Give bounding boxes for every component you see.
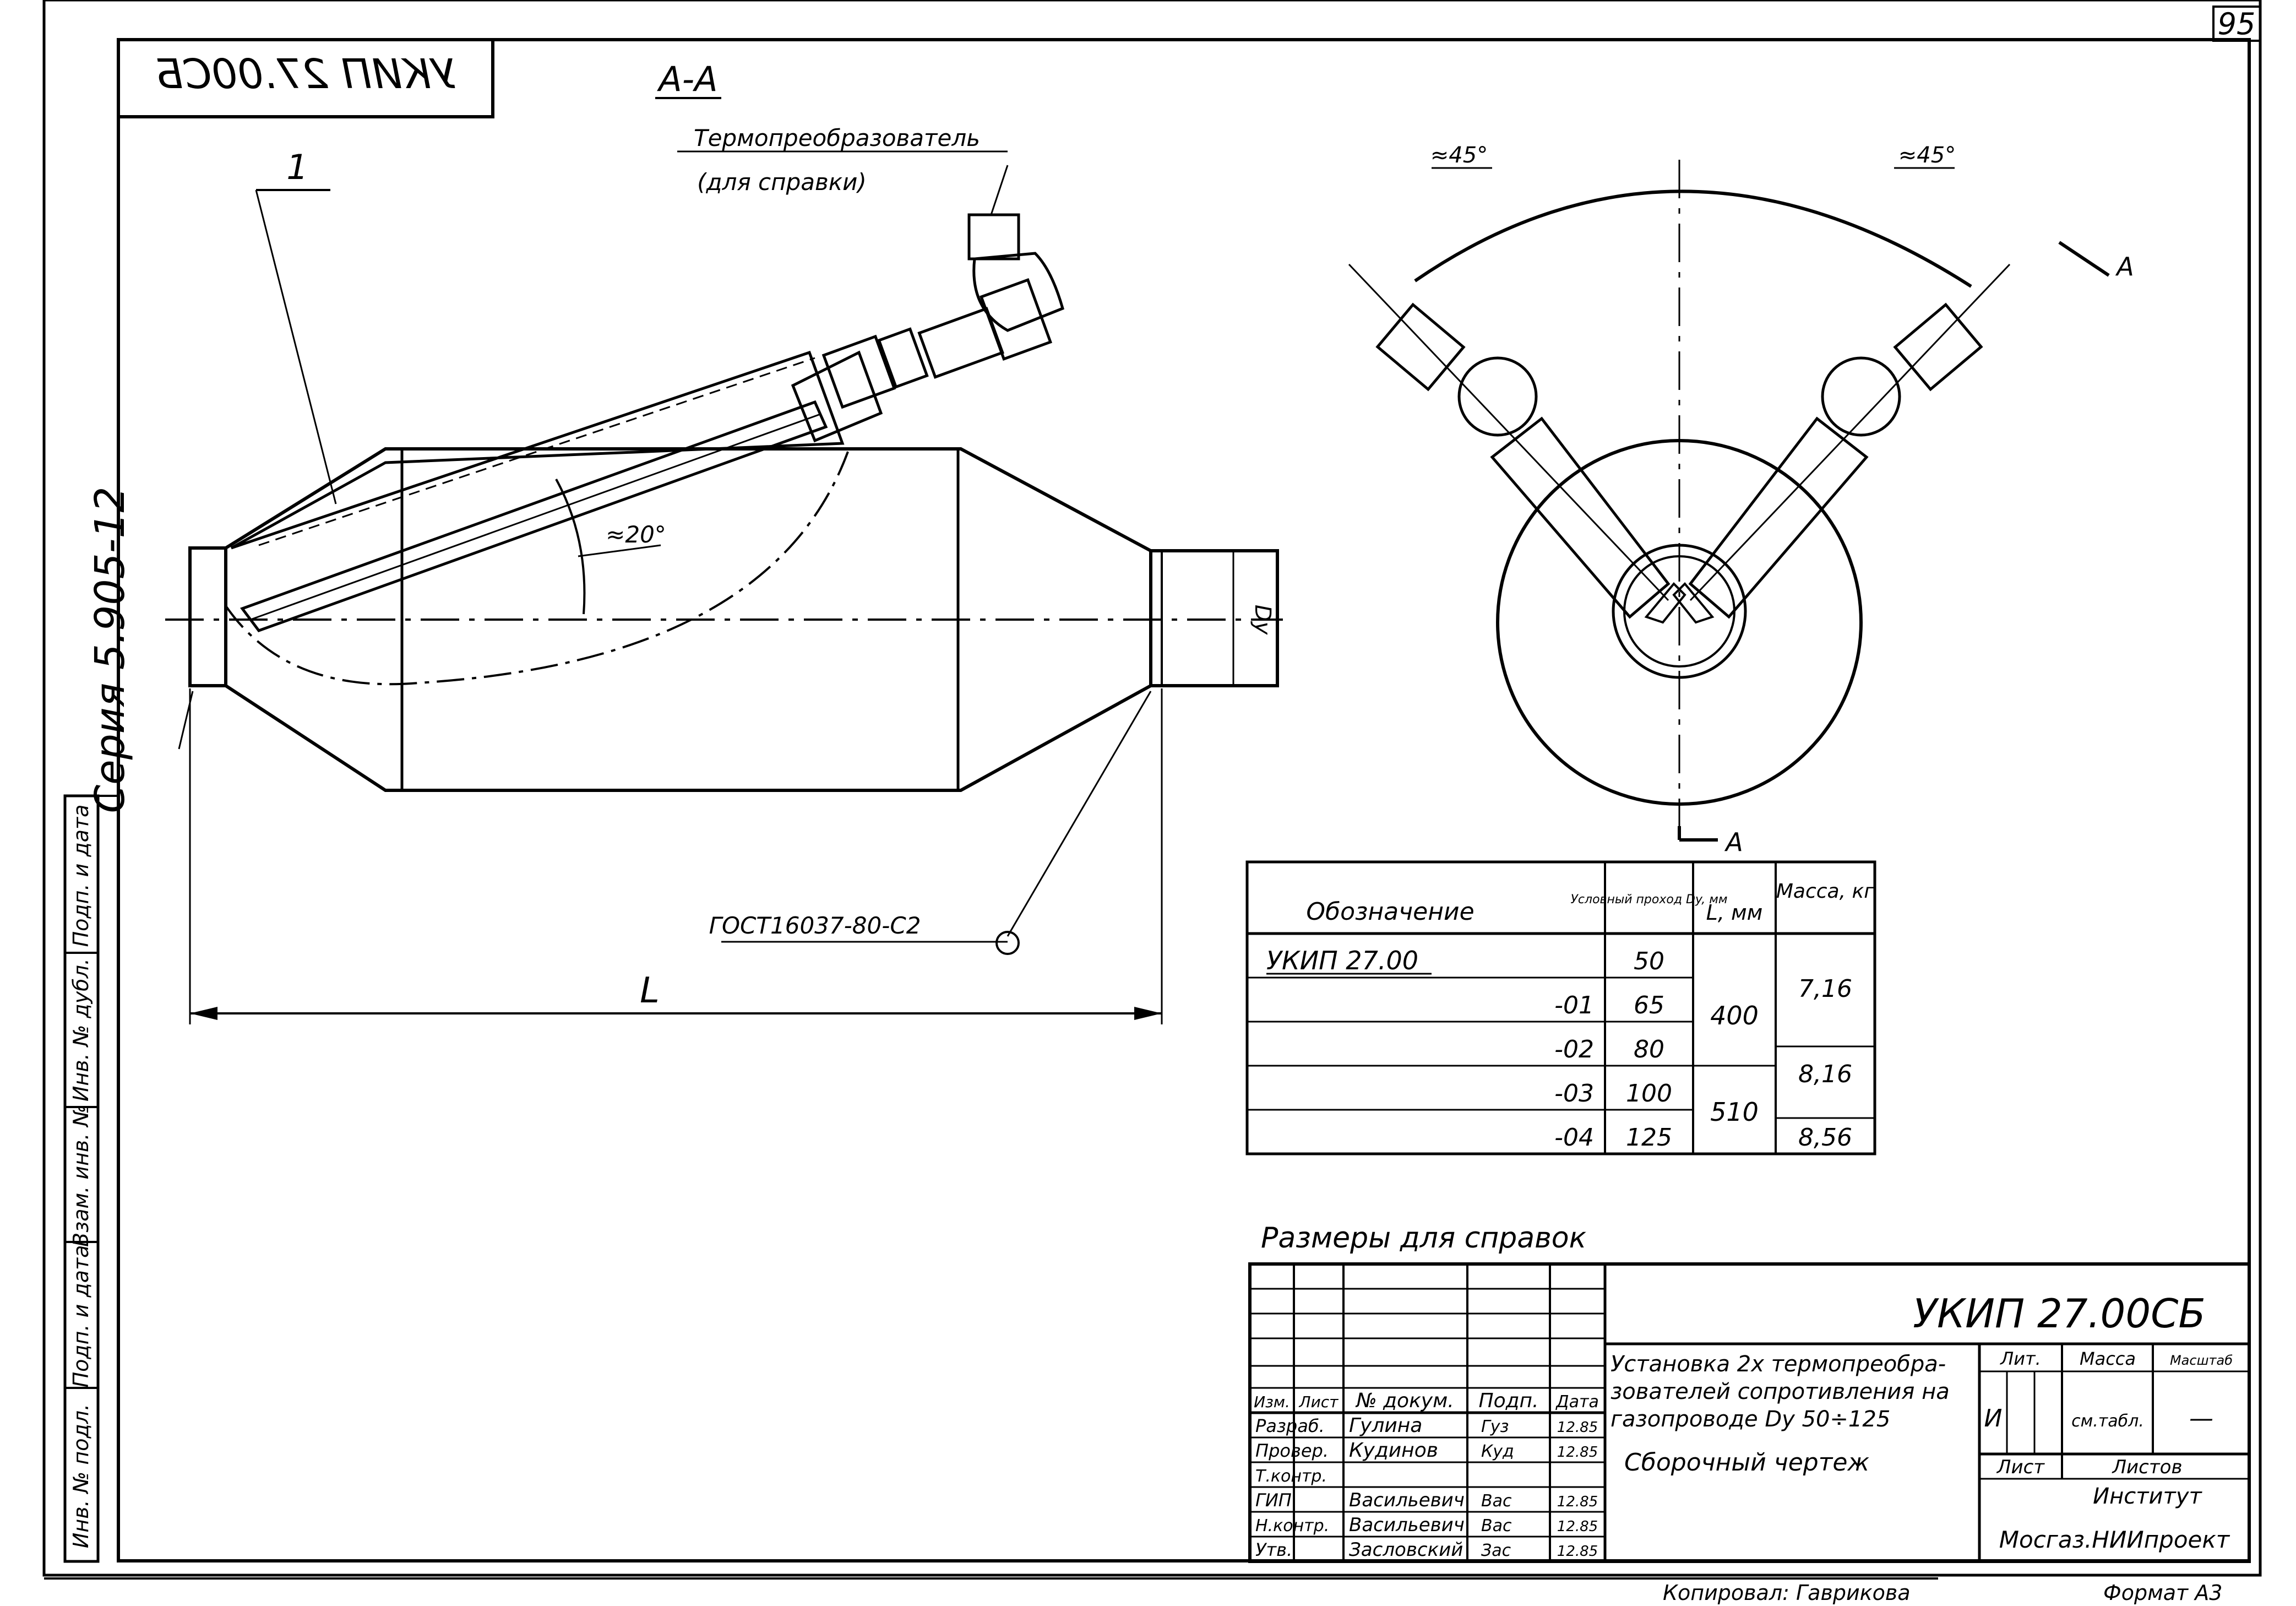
dim-L: L: [640, 970, 660, 1011]
L-value: 510: [1710, 1097, 1759, 1127]
mass-value: см.табл.: [2071, 1412, 2144, 1431]
row-dy: 65: [1634, 991, 1664, 1019]
stamp-inv-duplicate: Инв. № дубл.: [69, 958, 93, 1102]
person-name: Васильевич: [1349, 1514, 1465, 1536]
stamp-sign-date-1: Подп. и дата: [69, 1245, 93, 1388]
mass-label: Масса: [2080, 1348, 2136, 1369]
th-dy: Условный проход Dy, мм: [1571, 893, 1728, 907]
institute-name: Мосгаз.НИИпроект: [1999, 1526, 2230, 1553]
L-value: 400: [1710, 1001, 1759, 1030]
section-label: А-А: [656, 59, 717, 99]
row-dy: 50: [1634, 947, 1664, 975]
row-designation: -03: [1554, 1079, 1594, 1108]
callout-1: 1: [286, 147, 308, 187]
row-designation: -02: [1554, 1035, 1594, 1064]
row-designation: -01: [1554, 991, 1594, 1019]
weld-label: ГОСТ16037-80-С2: [709, 912, 921, 939]
drawing-code: УКИП 27.00СБ: [1913, 1290, 2206, 1337]
series-label: Серия 5.905-12: [86, 486, 134, 813]
date: 12.85: [1557, 1518, 1598, 1535]
side-stamp-column: Инв. № подл. Подп. и дата Взам. инв. № И…: [63, 794, 118, 1563]
signature: Гуз: [1481, 1417, 1509, 1436]
col-header: Дата: [1555, 1392, 1599, 1412]
mass-value: 8,56: [1798, 1124, 1852, 1152]
scale-value: —: [2189, 1404, 2213, 1433]
lit-label: Лит.: [2000, 1348, 2041, 1369]
col-header: Подп.: [1479, 1390, 1539, 1412]
th-mass: Масса, кг: [1776, 880, 1875, 903]
title-line-3: газопроводе Dy 50÷125: [1611, 1407, 1890, 1432]
date: 12.85: [1557, 1494, 1598, 1510]
mass-value: 7,16: [1798, 975, 1852, 1003]
institute-label: Институт: [2093, 1484, 2202, 1509]
role: Н.контр.: [1255, 1516, 1329, 1536]
end-view: ≈45° ≈45° А А: [1348, 143, 2134, 857]
person-name: Васильевич: [1349, 1489, 1465, 1511]
person-name: Засловский: [1349, 1539, 1463, 1561]
stamp-sign-date-2: Подп. и дата: [69, 805, 93, 947]
doc-type: Сборочный чертеж: [1624, 1448, 1869, 1477]
lit-value: И: [1984, 1404, 2003, 1433]
title-block: Изм. Лист № докум. Подп. Дата Разраб. Гу…: [1248, 1262, 2251, 1563]
date: 12.85: [1557, 1543, 1598, 1560]
sheet-frame: 95: [42, 0, 2262, 1580]
sheet-label: Лист: [1996, 1456, 2045, 1478]
angle-45-right: ≈45°: [1898, 143, 1956, 168]
sensor-note: (для справки): [697, 169, 867, 196]
section-mark-bottom: А: [1724, 827, 1743, 857]
col-header: Изм.: [1254, 1393, 1290, 1411]
thermoconverter: [917, 165, 1065, 379]
section-mark-top: А: [2115, 252, 2134, 281]
format: Формат А3: [2103, 1581, 2222, 1605]
th-designation: Обозначение: [1306, 898, 1474, 926]
date: 12.85: [1557, 1419, 1598, 1436]
sensor-label: Термопреобразователь: [694, 124, 980, 151]
role: Разраб.: [1255, 1415, 1325, 1436]
row-designation: -04: [1554, 1124, 1594, 1152]
row-dy: 100: [1626, 1079, 1672, 1108]
role: ГИП: [1255, 1490, 1292, 1511]
col-header: № докум.: [1355, 1390, 1454, 1412]
dim-dy: Dy: [1250, 605, 1275, 636]
sheets-label: Листов: [2111, 1456, 2182, 1478]
row-designation: УКИП 27.00: [1266, 946, 1418, 975]
scale-label: Масштаб: [2170, 1353, 2233, 1368]
person-name: Кудинов: [1349, 1439, 1438, 1462]
mirrored-code-box: УКИП 27.00СБ: [117, 38, 494, 118]
stamp-inv-original: Инв. № подл.: [69, 1404, 93, 1548]
row-dy: 80: [1634, 1035, 1664, 1064]
signature: Зас: [1481, 1541, 1511, 1560]
title-line-2: зователей сопротивления на: [1611, 1379, 1950, 1404]
date: 12.85: [1557, 1444, 1598, 1461]
angle-45-left: ≈45°: [1430, 143, 1488, 168]
col-header: Лист: [1299, 1393, 1339, 1411]
th-L: L, мм: [1706, 900, 1763, 925]
role: Утв.: [1255, 1539, 1292, 1560]
person-name: Гулина: [1349, 1414, 1422, 1437]
signature: Вас: [1481, 1491, 1512, 1511]
mirrored-code: УКИП 27.00СБ: [155, 51, 456, 98]
signature: Вас: [1481, 1516, 1512, 1536]
title-line-1: Установка 2х термопреобра-: [1611, 1352, 1946, 1377]
copied-by: Копировал: Гаврикова: [1663, 1581, 1911, 1605]
stamp-replace-inv: Взам. инв. №: [69, 1105, 93, 1247]
section-view-a-a: А-А: [165, 59, 1283, 1024]
role: Т.контр.: [1255, 1467, 1327, 1486]
reference-note: Размеры для справок: [1261, 1222, 1587, 1255]
signature: Куд: [1481, 1442, 1514, 1461]
angle-20-label: ≈20°: [606, 521, 666, 548]
mass-value: 8,16: [1798, 1060, 1852, 1088]
row-dy: 125: [1626, 1124, 1672, 1152]
role: Провер.: [1255, 1440, 1329, 1461]
spec-table: Обозначение Условный проход Dy, мм L, мм…: [1245, 860, 1876, 1155]
page-number: 95: [2218, 7, 2256, 41]
